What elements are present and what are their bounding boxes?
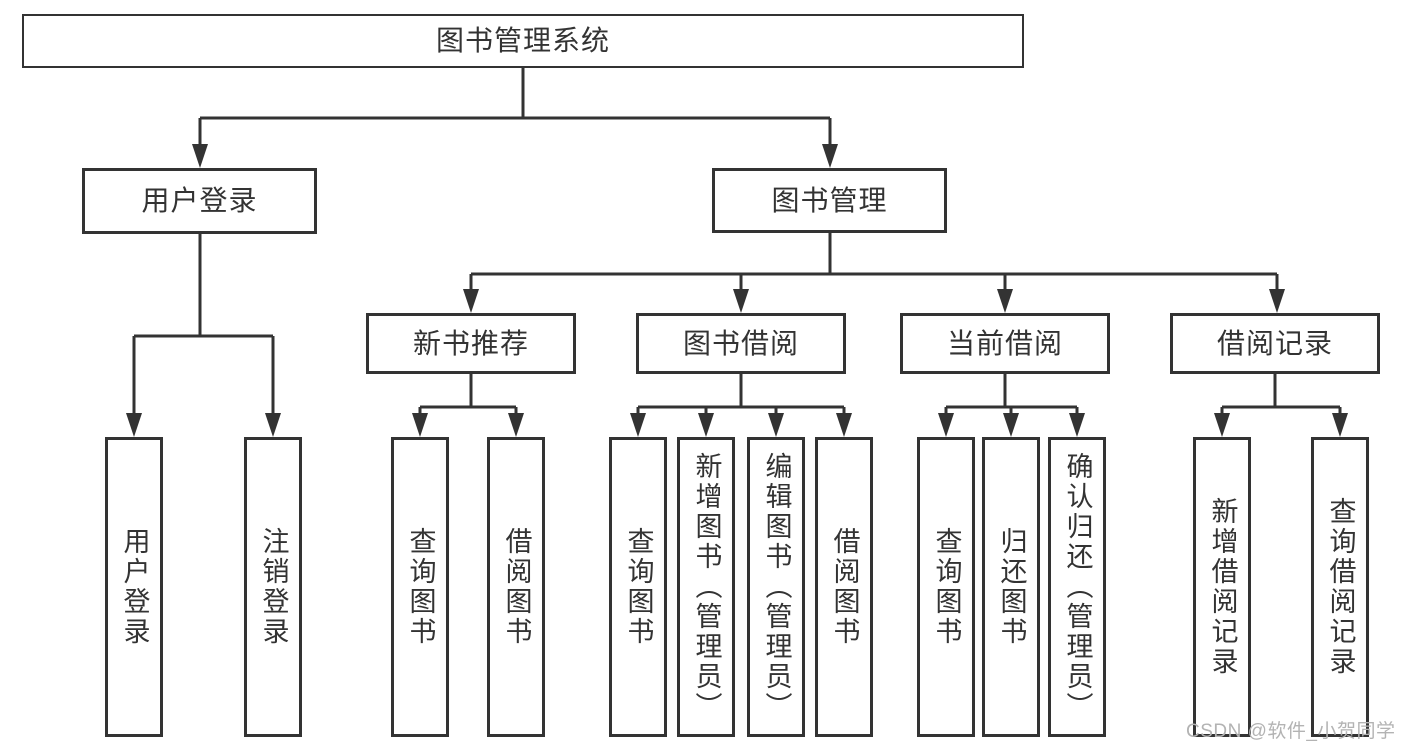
leaf-recommend-query-book: 查询图书	[391, 437, 449, 737]
node-label: 借阅记录	[1216, 327, 1333, 359]
node-label: 查询图书	[405, 527, 436, 647]
node-label: 图书管理系统	[435, 25, 610, 56]
node-label: 查询图书	[931, 527, 962, 647]
node-label: 图书借阅	[682, 327, 799, 359]
arrowheads	[126, 144, 1348, 437]
node-label: 新书推荐	[412, 327, 529, 359]
leaf-recommend-borrow-book: 借阅图书	[487, 437, 545, 737]
leaf-current-query-book: 查询图书	[917, 437, 975, 737]
leaf-record-add-borrow-record: 新增借阅记录	[1193, 437, 1251, 737]
leaf-borrow-edit-book-admin: 编辑图书（管理员）	[747, 437, 805, 737]
node-label: 新增借阅记录	[1207, 497, 1238, 677]
node-borrow-record: 借阅记录	[1170, 313, 1380, 374]
leaf-current-return-book: 归还图书	[982, 437, 1040, 737]
node-label: 查询图书	[623, 527, 654, 647]
node-label: 用户登录	[119, 527, 150, 647]
node-new-book-recommend: 新书推荐	[366, 313, 576, 374]
node-label: 归还图书	[996, 527, 1027, 647]
node-label: 注销登录	[258, 527, 289, 647]
node-label: 当前借阅	[946, 327, 1063, 359]
node-label: 编辑图书（管理员）	[761, 452, 792, 722]
node-system-root: 图书管理系统	[22, 14, 1024, 68]
node-label: 借阅图书	[829, 527, 860, 647]
leaf-current-confirm-return-admin: 确认归还（管理员）	[1048, 437, 1106, 737]
leaf-record-query-borrow-record: 查询借阅记录	[1311, 437, 1369, 737]
node-label: 新增图书（管理员）	[691, 452, 722, 722]
node-label: 查询借阅记录	[1325, 497, 1356, 677]
node-user-login: 用户登录	[82, 168, 317, 234]
leaf-borrow-add-book-admin: 新增图书（管理员）	[677, 437, 735, 737]
leaf-borrow-query-book: 查询图书	[609, 437, 667, 737]
node-label: 借阅图书	[501, 527, 532, 647]
leaf-user-login: 用户登录	[105, 437, 163, 737]
node-label: 图书管理	[771, 184, 888, 216]
leaf-borrow-borrow-book: 借阅图书	[815, 437, 873, 737]
node-label: 用户登录	[141, 185, 258, 216]
node-book-management: 图书管理	[712, 168, 947, 233]
node-book-borrow: 图书借阅	[636, 313, 846, 374]
node-label: 确认归还（管理员）	[1062, 452, 1093, 722]
csdn-watermark: CSDN @软件_小贺同学	[1186, 721, 1396, 742]
node-current-borrow: 当前借阅	[900, 313, 1110, 374]
leaf-logout-login: 注销登录	[244, 437, 302, 737]
